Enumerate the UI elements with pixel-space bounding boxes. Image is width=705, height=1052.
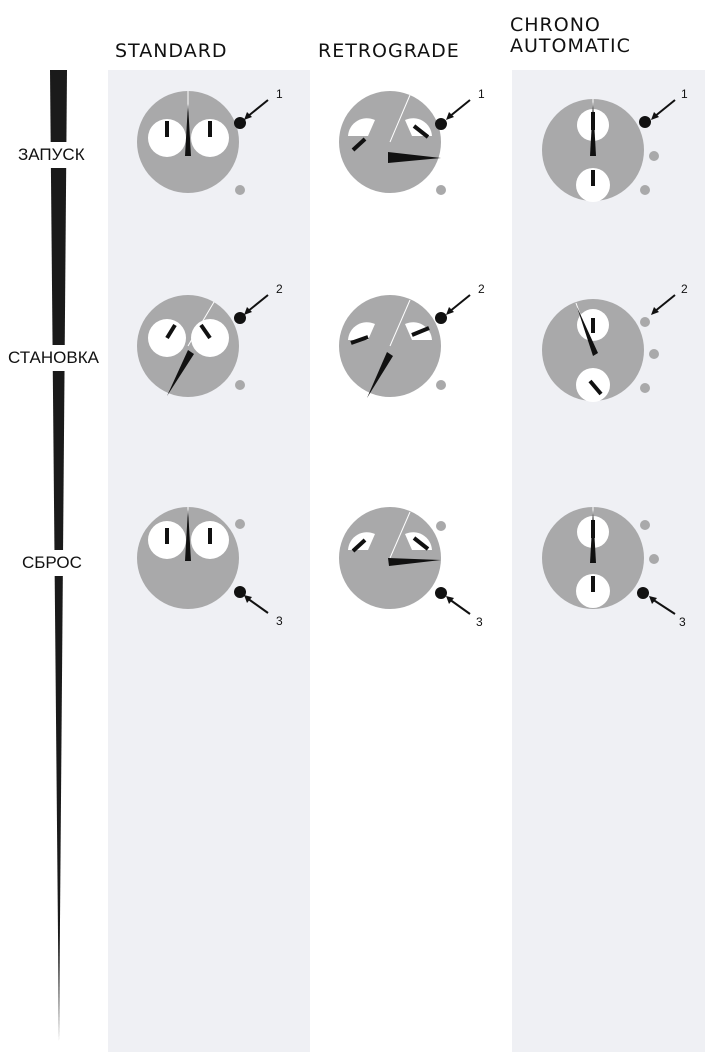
callout-number: 2: [681, 282, 688, 296]
row-label-start: ЗАПУСК: [18, 142, 85, 168]
subdial-hand: [588, 379, 603, 396]
callout-number: 3: [679, 615, 686, 629]
pusher-top: [235, 519, 245, 529]
callout-number: 3: [276, 614, 283, 628]
seconds-hand: [367, 352, 393, 398]
seconds-hand: [185, 509, 191, 561]
watch-standard-set: 2: [137, 282, 283, 397]
callout-number: 1: [478, 87, 485, 101]
pusher-top: [435, 312, 447, 324]
pusher-bottom: [436, 185, 446, 195]
pusher-bottom: [234, 586, 246, 598]
callout-arrow: [448, 294, 471, 313]
watch-chrono-automatic-start: 1: [542, 87, 688, 202]
watch-chrono-automatic-reset: 3: [542, 507, 686, 629]
pusher-middle: [649, 554, 659, 564]
subdial-hand: [208, 528, 212, 544]
pusher-bottom: [637, 587, 649, 599]
seconds-hand: [590, 510, 596, 563]
callout-arrow: [246, 294, 269, 313]
pusher-bottom: [235, 380, 245, 390]
seconds-hand: [590, 102, 596, 156]
column-title-chrono-automatic: CHRONO AUTOMATIC: [510, 15, 631, 57]
subdial-hand: [411, 326, 430, 337]
seconds-hand: [185, 104, 191, 156]
callout-number: 1: [276, 87, 283, 101]
subdial-sector-left: [348, 118, 375, 136]
pusher-top: [435, 118, 447, 130]
watch-retrograde-set: 2: [339, 282, 485, 398]
column-title-line: RETROGRADE: [318, 40, 460, 62]
pusher-bottom: [435, 587, 447, 599]
subdial-hand: [412, 124, 430, 139]
subdial-hand: [165, 323, 177, 340]
subdial-hand: [351, 538, 367, 553]
pusher-bottom: [640, 383, 650, 393]
callout-number: 2: [276, 282, 283, 296]
callout-arrow: [448, 99, 471, 118]
pusher-top: [639, 116, 651, 128]
column-title-line: CHRONO: [510, 14, 601, 36]
pusher-top: [234, 312, 246, 324]
subdial-hand: [591, 170, 595, 186]
subdial-hand: [351, 137, 367, 152]
seconds-hand: [167, 350, 194, 396]
callout-arrow: [246, 597, 269, 614]
pusher-top: [436, 521, 446, 531]
subdial-hand: [165, 121, 169, 137]
subdial-hand: [591, 318, 595, 333]
watch-standard-start: 1: [137, 87, 283, 195]
row-label-reset: СБРОС: [22, 550, 82, 576]
subdial-left: [148, 119, 186, 157]
pusher-top: [234, 117, 246, 129]
pusher-bottom: [640, 185, 650, 195]
callout-number: 2: [478, 282, 485, 296]
callout-number: 1: [681, 87, 688, 101]
callout-arrow: [653, 99, 676, 118]
subdial-hand: [199, 323, 212, 340]
row-label-set: СТАНОВКА: [8, 345, 99, 371]
pusher-bottom: [436, 380, 446, 390]
subdial-hand: [350, 335, 369, 345]
subdial-hand: [165, 528, 169, 544]
column-title-standard: STANDARD: [115, 41, 228, 62]
subdial-sector-left: [348, 322, 375, 340]
column-title-line: STANDARD: [115, 40, 228, 62]
column-title-retrograde: RETROGRADE: [318, 41, 460, 62]
column-title-line: AUTOMATIC: [510, 35, 631, 57]
seconds-hand: [388, 558, 441, 566]
subdial-right: [191, 119, 229, 157]
watch-standard-reset: 3: [137, 507, 283, 628]
watch-chrono-automatic-set: 2: [542, 282, 688, 402]
pusher-top: [640, 317, 650, 327]
seconds-hand: [577, 307, 598, 356]
seconds-hand: [388, 152, 441, 163]
callout-arrow: [653, 294, 676, 313]
subdial-hand: [208, 121, 212, 137]
pusher-top: [640, 520, 650, 530]
callout-number: 3: [476, 615, 483, 629]
pusher-middle: [649, 349, 659, 359]
callout-arrow: [448, 598, 471, 615]
callout-arrow: [651, 598, 676, 615]
callout-arrow: [246, 99, 269, 118]
subdial-hand: [412, 536, 430, 551]
pusher-middle: [649, 151, 659, 161]
subdial-hand: [591, 576, 595, 592]
pusher-bottom: [235, 185, 245, 195]
watch-retrograde-reset: 3: [339, 507, 483, 629]
watch-retrograde-start: 1: [339, 87, 485, 195]
